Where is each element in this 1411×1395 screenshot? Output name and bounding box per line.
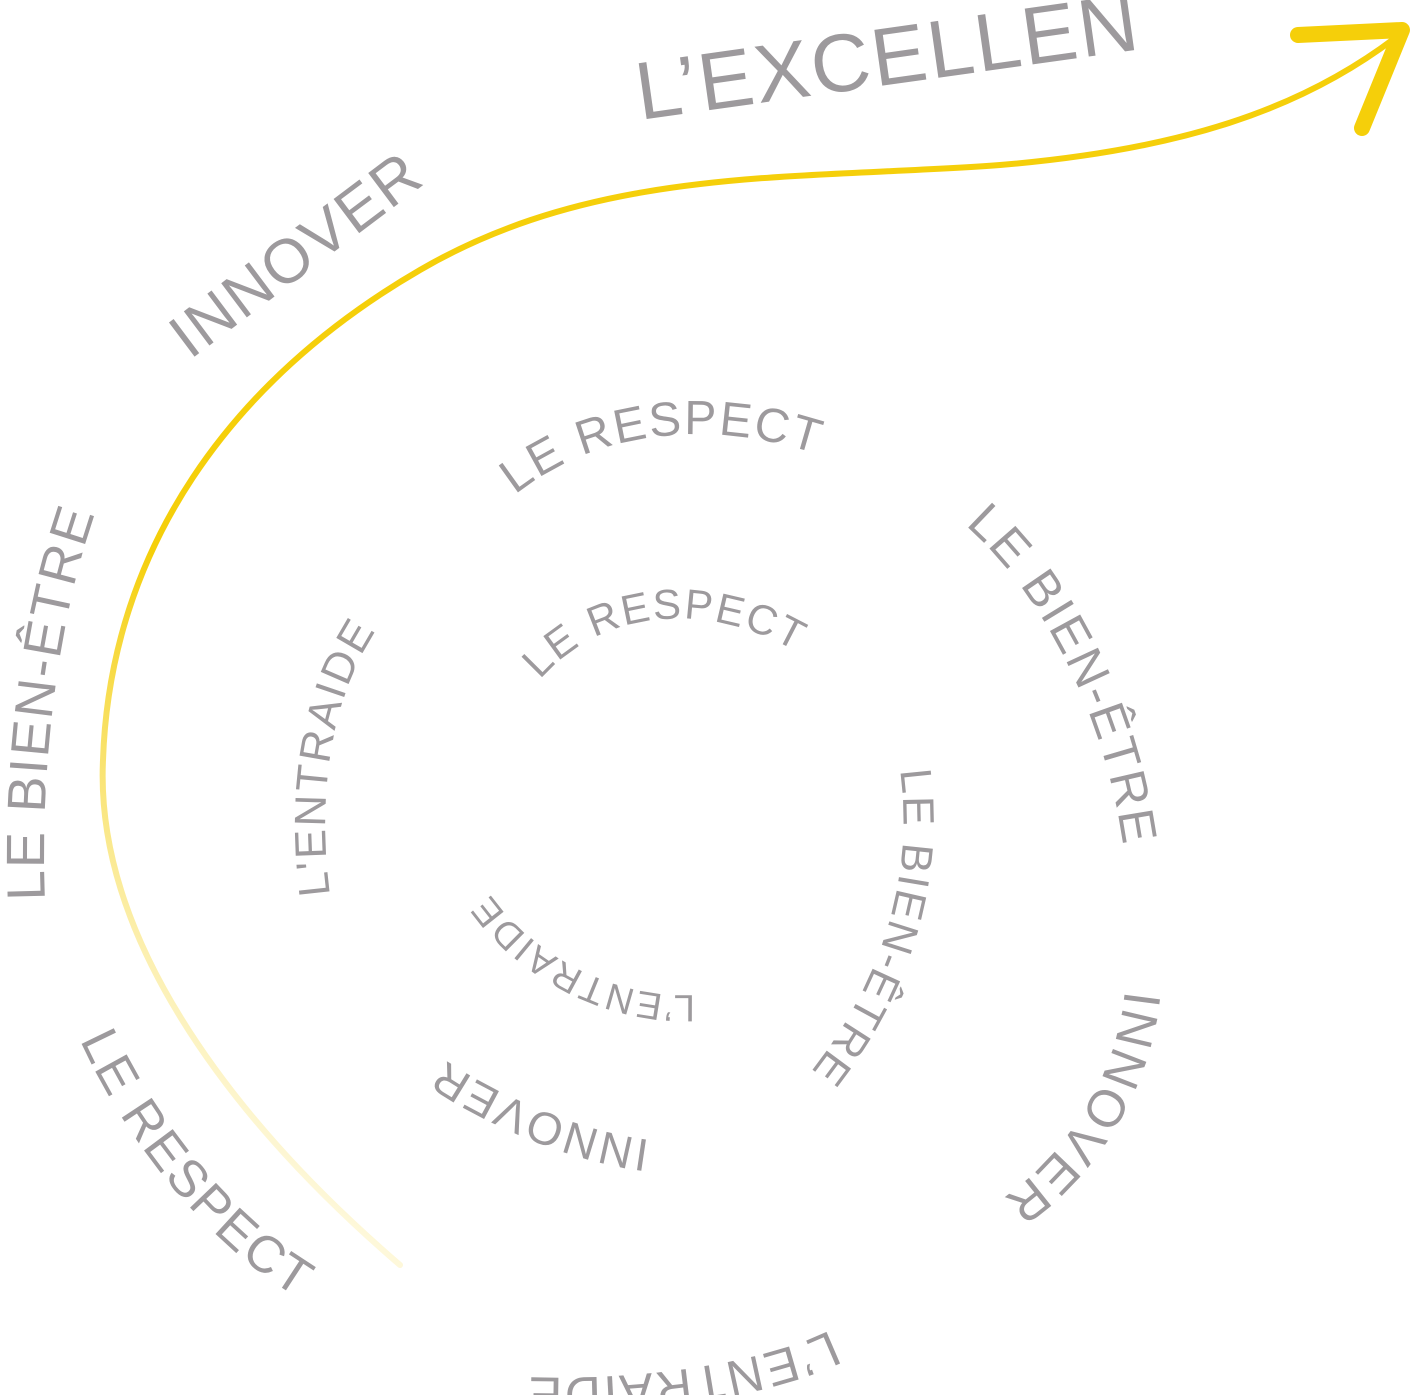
arrowhead-icon: [1290, 22, 1410, 136]
word-entraide-inner: L’ENTRAIDE: [463, 887, 695, 1028]
word-respect-outer: LE RESPECT: [69, 1020, 324, 1309]
arrow-curve: [99, 35, 1398, 1268]
word-bien-etre-outer: LE BIEN-ÊTRE: [0, 497, 107, 901]
word-innover-right: INNOVER: [994, 988, 1171, 1235]
word-bien-etre-inner: LE BIEN-ÊTRE: [802, 766, 943, 1096]
word-innover-outer: INNOVER: [157, 138, 436, 371]
word-bien-etre-right: LE BIEN-ÊTRE: [958, 492, 1168, 848]
word-innover-inner: INNOVER: [421, 1051, 651, 1182]
word-entraide-left: L'ENTRAIDE: [286, 609, 385, 899]
word-excellence: L’EXCELLENCE: [0, 0, 1145, 138]
arrow-group: [99, 22, 1410, 1268]
word-respect-inner: LE RESPECT: [513, 580, 815, 686]
word-entraide-bottom: L’ENTRAIDE: [526, 1320, 848, 1395]
word-respect-top: LE RESPECT: [490, 392, 829, 504]
